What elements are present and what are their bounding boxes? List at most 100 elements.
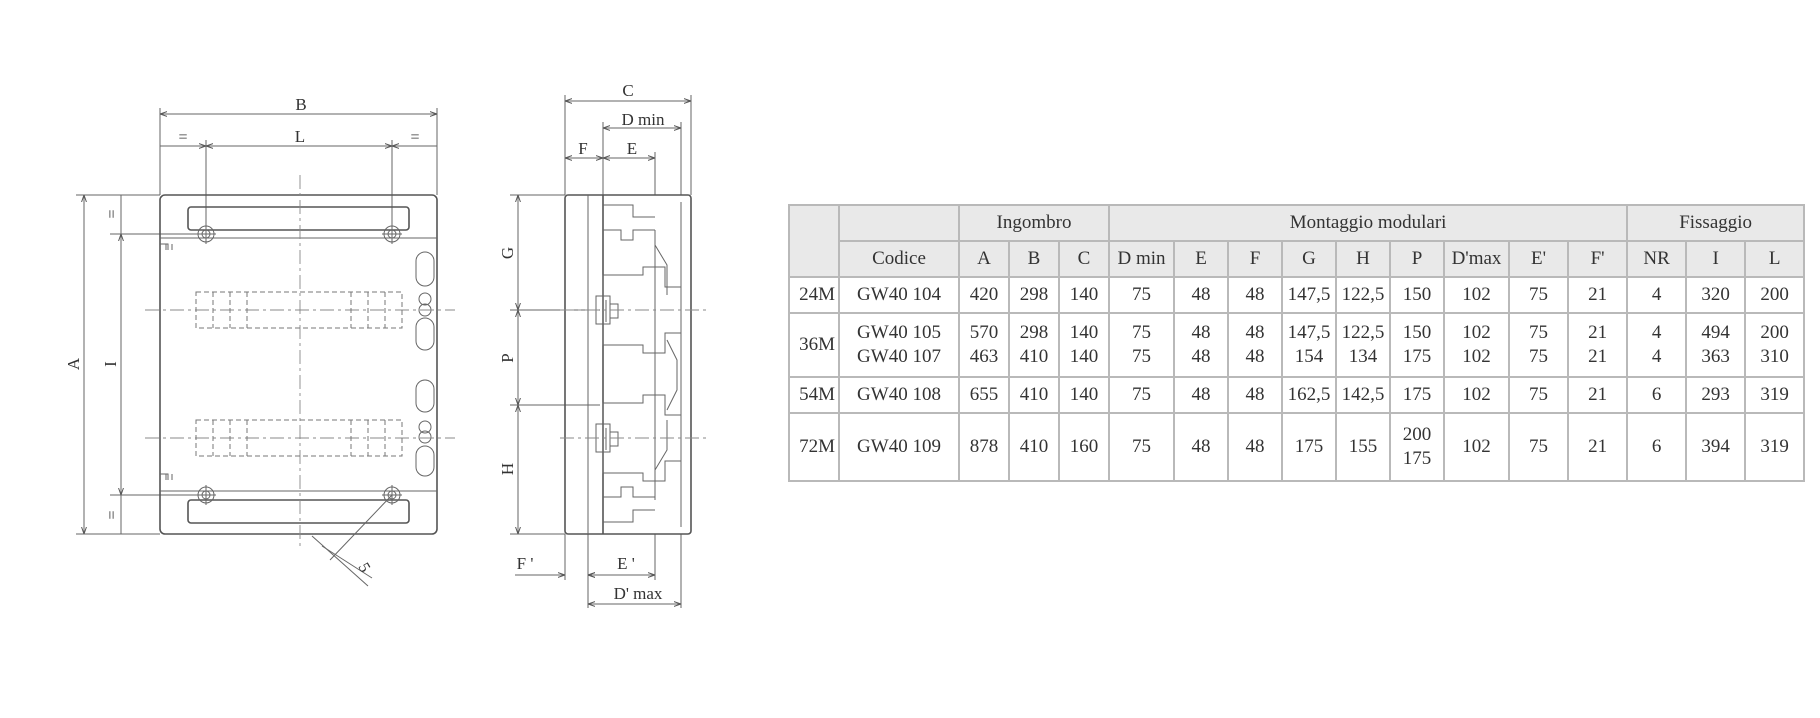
column-header: P (1389, 240, 1446, 278)
column-header: B (1008, 240, 1060, 278)
top-handle-slot (187, 206, 410, 231)
value-line: 21 (1588, 346, 1608, 367)
column-header: F' (1567, 240, 1629, 278)
value-line: 75 (1529, 322, 1549, 343)
dim-eq-top: = (104, 209, 121, 218)
value-cell: 48 (1227, 375, 1284, 415)
model-cell: 24M (788, 275, 840, 315)
bottom-handle-slot (187, 499, 410, 524)
dim-E-label: E (627, 139, 637, 158)
dim-eq-right: = (410, 129, 419, 146)
value-line: 200 (1402, 424, 1432, 445)
value-line: 134 (1348, 346, 1378, 367)
column-header: C (1057, 240, 1111, 278)
value-cell: 394 (1685, 412, 1747, 482)
value-cell: 102 (1443, 412, 1511, 482)
value-line: 75 (1529, 346, 1549, 367)
code-cell: GW40 108 (838, 375, 960, 415)
value-cell: 160 (1057, 412, 1111, 482)
value-cell: 175 (1281, 412, 1338, 482)
screw-hole-icon (196, 485, 216, 505)
value-cell: 21 (1567, 412, 1629, 482)
dim-eq-left: = (178, 129, 187, 146)
value-cell: 155 (1335, 412, 1392, 482)
value-cell: 75 (1108, 375, 1176, 415)
dim-Dmin-label: D min (622, 110, 665, 129)
value-line: 154 (1294, 346, 1324, 367)
value-cell: 48 (1227, 275, 1284, 315)
value-cell: 75 (1508, 275, 1570, 315)
value-cell: 142,5 (1335, 375, 1392, 415)
value-line: 494 (1701, 322, 1730, 343)
dim-L-label: L (295, 127, 305, 146)
column-header: D'max (1443, 240, 1511, 278)
code-line: GW40 107 (857, 346, 941, 367)
value-cell: 122,5 (1335, 275, 1392, 315)
column-header: H (1335, 240, 1392, 278)
value-line: 75 (1132, 346, 1152, 367)
column-header: D min (1108, 240, 1176, 278)
technical-drawing: B L = = A I = = (64, 81, 708, 608)
value-line: 102 (1462, 322, 1491, 343)
column-header-codice: Codice (838, 240, 960, 278)
value-cell: 102 (1443, 375, 1511, 415)
value-cell: 140 (1057, 275, 1111, 315)
value-line: 48 (1191, 322, 1211, 343)
column-header: E (1173, 240, 1230, 278)
value-cell: 319 (1744, 375, 1806, 415)
value-cell: 4 (1626, 275, 1688, 315)
value-cell: 878 (958, 412, 1010, 482)
screw-hole-icon (196, 224, 216, 244)
group-header-fissaggio: Fissaggio (1626, 204, 1806, 242)
value-cell: 75 (1508, 375, 1570, 415)
value-line: 175 (1402, 448, 1432, 469)
enclosure-front-outline (159, 194, 438, 535)
value-line: 570 (969, 322, 999, 343)
value-line: 48 (1245, 346, 1265, 367)
value-cell: 162,5 (1281, 375, 1338, 415)
value-cell: 420 (958, 275, 1010, 315)
value-line: 102 (1462, 346, 1491, 367)
value-cell: 48 (1173, 375, 1230, 415)
value-cell: 175 (1389, 375, 1446, 415)
value-cell: 298 (1008, 275, 1060, 315)
dim-Fp-label: F ' (517, 554, 534, 573)
model-cell: 72M (788, 412, 840, 482)
code-cell: GW40 109 (838, 412, 960, 482)
value-cell: 75 (1508, 412, 1570, 482)
group-header-ingombro: Ingombro (957, 204, 1111, 242)
value-line: 410 (1019, 346, 1049, 367)
value-line: 140 (1069, 322, 1099, 343)
dim-Ep-label: E ' (617, 554, 635, 573)
code-line: GW40 104 (857, 284, 941, 306)
value-cell: 48 (1227, 412, 1284, 482)
side-view: C D min F E G P H F ' E ' D' max (498, 81, 708, 608)
value-line: 4 (1651, 346, 1662, 367)
value-line: 363 (1701, 346, 1730, 367)
value-line: 140 (1069, 346, 1099, 367)
header-blank-cell (838, 204, 960, 242)
value-cell: 48 (1173, 412, 1230, 482)
code-line: GW40 108 (857, 383, 941, 405)
value-line: 75 (1132, 322, 1152, 343)
specification-table: Ingombro Montaggio modulari Fissaggio Co… (788, 204, 1806, 482)
value-cell: 21 (1567, 275, 1629, 315)
code-line: GW40 105 (857, 322, 941, 343)
value-line: 150 (1402, 322, 1432, 343)
dim-C-label: C (622, 81, 633, 100)
value-line: 298 (1019, 322, 1049, 343)
header-blank-cell (788, 204, 840, 278)
value-cell: 75 (1108, 412, 1176, 482)
column-header: F (1227, 240, 1284, 278)
